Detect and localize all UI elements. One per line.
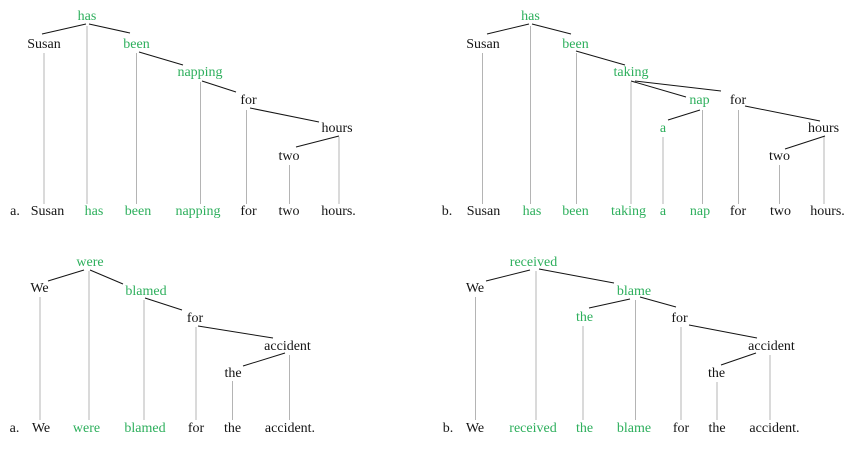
sentence-word-has: has bbox=[85, 204, 104, 219]
sentence-word-has: has bbox=[523, 204, 542, 219]
sentence-word-for: for bbox=[188, 421, 205, 436]
sentence-word-blamed: blamed bbox=[124, 421, 165, 436]
sentence-word-accident: accident. bbox=[749, 421, 799, 436]
sentence-word-the: the bbox=[224, 421, 241, 436]
sentence-word-two: two bbox=[770, 204, 791, 219]
edge-were-blamed bbox=[89, 269, 124, 285]
tree-node-been: been bbox=[562, 37, 588, 52]
edge-has-been bbox=[88, 23, 131, 34]
sentence-word-two: two bbox=[279, 204, 300, 219]
edge-accident-the bbox=[242, 352, 286, 367]
tree-node-We: We bbox=[30, 281, 48, 296]
tree-node-for: for bbox=[671, 311, 688, 326]
tree-node-taking: taking bbox=[614, 65, 649, 80]
sentence-word-napping: napping bbox=[175, 204, 220, 219]
sentence-word-for: for bbox=[240, 204, 257, 219]
edge-blamed-for bbox=[144, 297, 183, 311]
edge-napping-for bbox=[201, 80, 237, 93]
sentence-word-for: for bbox=[673, 421, 690, 436]
edge-hours-two bbox=[784, 135, 826, 150]
sentence-word-nap: nap bbox=[690, 204, 710, 219]
sentence-word-been: been bbox=[125, 204, 151, 219]
tree-node-napping: napping bbox=[177, 65, 222, 80]
sentence-word-the: the bbox=[576, 421, 593, 436]
sentence-word-the: the bbox=[708, 421, 725, 436]
tree-node-been: been bbox=[123, 37, 149, 52]
panel-label-a-were-blamed: a. bbox=[10, 421, 20, 436]
sentence-word-Susan: Susan bbox=[467, 204, 500, 219]
tree-node-for: for bbox=[730, 93, 747, 108]
edge-for-accident bbox=[197, 325, 274, 339]
edge-blame-for bbox=[639, 296, 677, 308]
tree-node-hours: hours bbox=[808, 121, 839, 136]
edge-were-We bbox=[47, 269, 85, 282]
edge-for-hours bbox=[249, 107, 320, 123]
edge-received-We bbox=[485, 269, 531, 282]
sentence-word-a: a bbox=[660, 204, 667, 219]
sentence-word-accident: accident. bbox=[265, 421, 315, 436]
edge-blame-the1 bbox=[588, 298, 631, 309]
sentence-word-for: for bbox=[730, 204, 747, 219]
tree-node-the2: the bbox=[708, 366, 725, 381]
edge-for-accident bbox=[688, 324, 758, 339]
sentence-word-were: were bbox=[73, 421, 100, 436]
tree-node-the: the bbox=[224, 366, 241, 381]
edge-received-blame bbox=[538, 268, 615, 284]
tree-node-the1: the bbox=[576, 310, 593, 325]
edge-has-Susan bbox=[41, 23, 87, 35]
tree-node-a: a bbox=[660, 121, 667, 136]
tree-node-two: two bbox=[279, 149, 300, 164]
tree-node-were: were bbox=[76, 255, 103, 270]
tree-node-accident: accident bbox=[264, 339, 311, 354]
tree-node-We: We bbox=[466, 281, 484, 296]
edge-been-napping bbox=[138, 51, 184, 66]
panel-label-a-napping: a. bbox=[10, 204, 20, 219]
sentence-word-We: We bbox=[32, 421, 50, 436]
tree-node-for: for bbox=[187, 311, 204, 326]
tree-node-two: two bbox=[769, 149, 790, 164]
tree-node-has: has bbox=[521, 9, 540, 24]
sentence-word-received: received bbox=[509, 421, 556, 436]
edge-has-Susan bbox=[486, 23, 530, 35]
tree-node-received: received bbox=[510, 255, 557, 270]
tree-node-Susan: Susan bbox=[27, 37, 60, 52]
panel-label-b-taking-a-nap: b. bbox=[442, 204, 453, 219]
edge-hours-two bbox=[295, 135, 340, 148]
tree-node-for: for bbox=[240, 93, 257, 108]
tree-node-hours: hours bbox=[321, 121, 352, 136]
sentence-word-hours: hours. bbox=[321, 204, 356, 219]
edge-has-been bbox=[531, 23, 572, 35]
tree-node-nap: nap bbox=[689, 93, 709, 108]
tree-node-blamed: blamed bbox=[125, 284, 166, 299]
edge-taking-for bbox=[634, 80, 722, 92]
tree-node-Susan: Susan bbox=[466, 37, 499, 52]
sentence-word-been: been bbox=[562, 204, 588, 219]
edge-been-taking bbox=[575, 50, 626, 66]
sentence-word-hours: hours. bbox=[810, 204, 845, 219]
tree-node-has: has bbox=[78, 9, 97, 24]
tree-node-accident: accident bbox=[748, 339, 795, 354]
sentence-word-Susan: Susan bbox=[31, 204, 64, 219]
panel-label-b-received-blame: b. bbox=[443, 421, 454, 436]
sentence-word-blame: blame bbox=[617, 421, 651, 436]
edge-accident-the2 bbox=[720, 352, 757, 366]
edge-nap-a bbox=[667, 109, 701, 121]
sentence-word-We: We bbox=[466, 421, 484, 436]
sentence-word-taking: taking bbox=[611, 204, 646, 219]
edge-for-hours bbox=[744, 105, 821, 122]
edge-taking-nap bbox=[630, 80, 687, 98]
tree-node-blame: blame bbox=[617, 284, 651, 299]
